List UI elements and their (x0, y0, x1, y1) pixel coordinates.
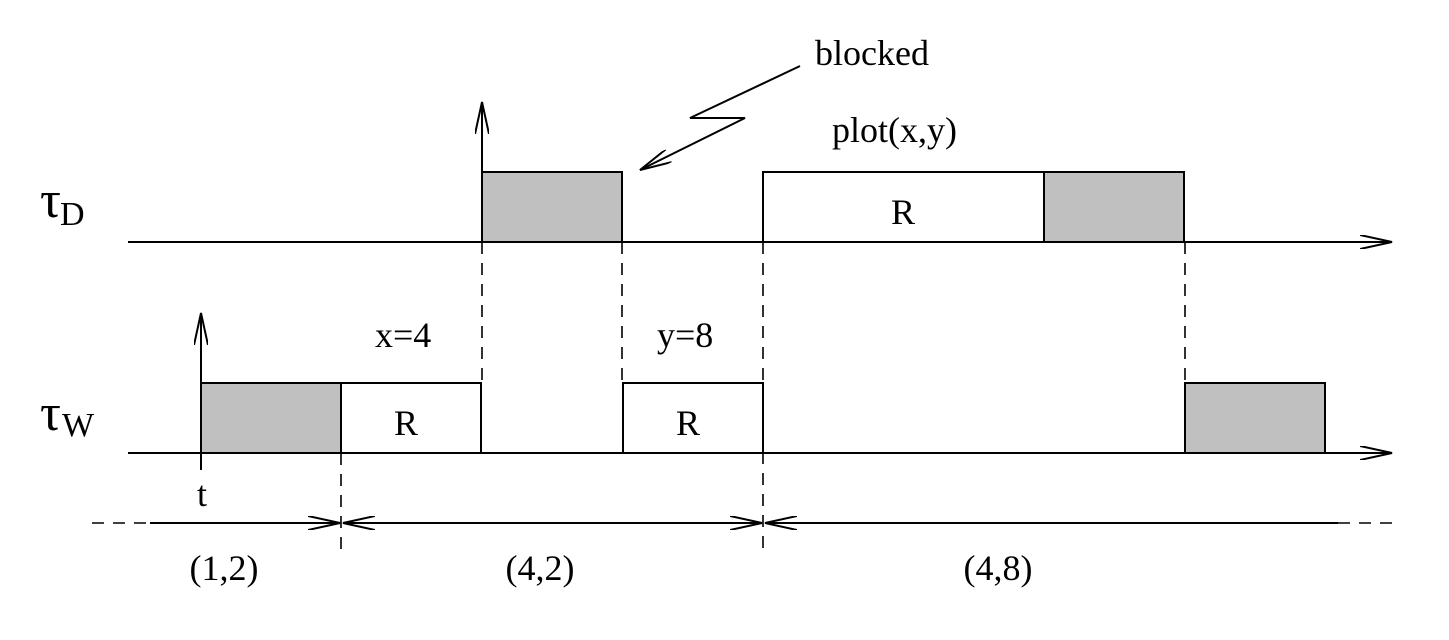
plot-label: plot(x,y) (832, 110, 957, 150)
blocked-label: blocked (815, 33, 929, 73)
period-2-label: (4,2) (506, 548, 575, 588)
period-1-label: (1,2) (190, 548, 259, 588)
y-assignment-label: y=8 (657, 315, 713, 355)
tau-w-read-box-2 (622, 382, 764, 454)
x-assignment-label: x=4 (375, 315, 431, 355)
tau-d-read-label: R (891, 192, 915, 232)
tau-w-busy-box-1 (200, 382, 342, 454)
tau-w-read-label-1: R (394, 403, 418, 443)
tau-w-symbol: τ (40, 385, 61, 442)
tau-d-read-box (762, 171, 1045, 243)
blocked-pointer-arrow (640, 65, 801, 170)
t-label: t (197, 474, 207, 514)
tau-d-symbol: τ (40, 172, 61, 229)
tau-w-read-label-2: R (676, 403, 700, 443)
period-3-label: (4,8) (964, 548, 1033, 588)
tau-d-busy-box (1043, 171, 1185, 243)
tau-w-subscript: W (62, 407, 95, 444)
tau-w-busy-box-2 (1184, 382, 1326, 454)
tau-w-read-box-1 (340, 382, 482, 454)
tau-d-blocked-box (481, 171, 623, 243)
tau-d-subscript: D (60, 196, 85, 233)
